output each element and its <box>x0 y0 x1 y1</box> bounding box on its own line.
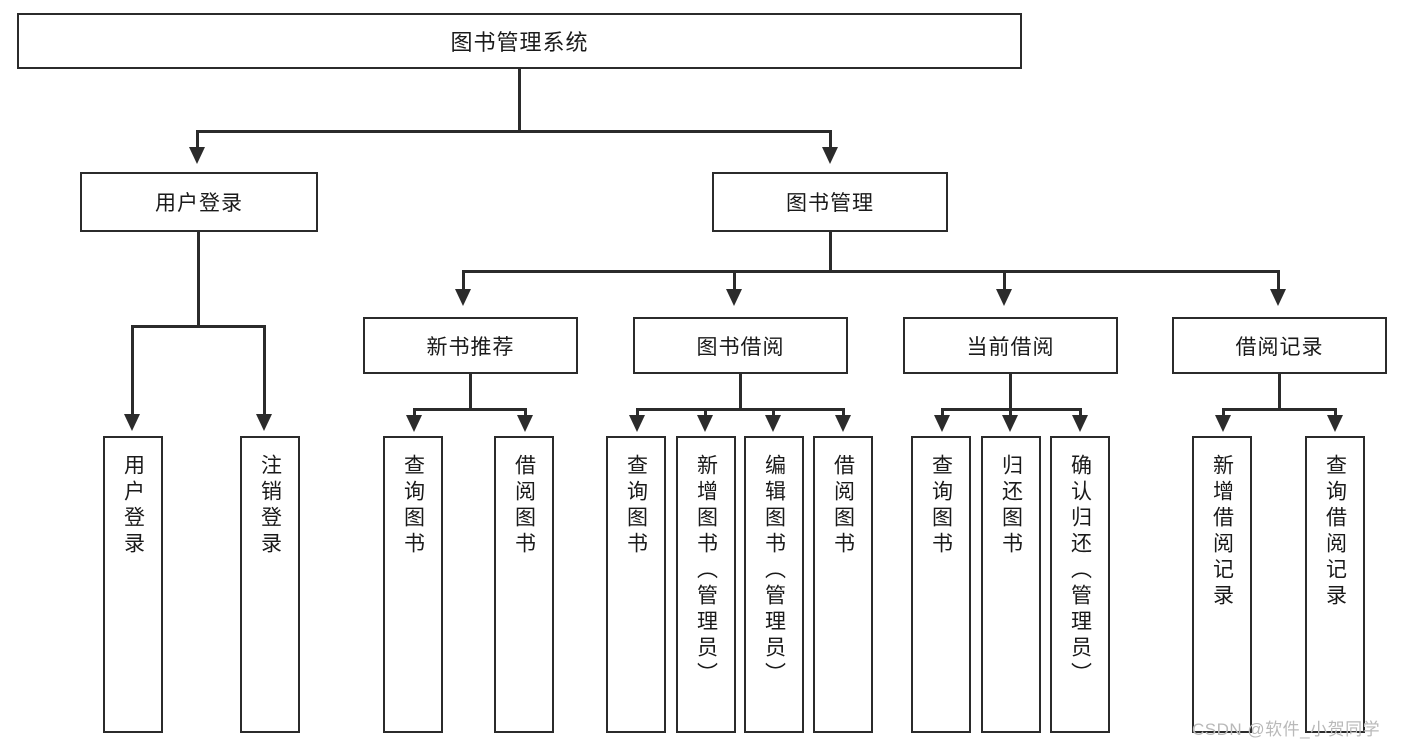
arrow-book-mgmt-child-1 <box>455 289 471 306</box>
leaf-current-query-book[interactable]: 查询图书 <box>911 436 971 733</box>
leaf-logout[interactable]: 注销登录 <box>240 436 300 733</box>
csdn-watermark: CSDN @软件_小贺同学 <box>1192 720 1381 739</box>
leaf-new-book-query[interactable]: 查询图书 <box>383 436 443 733</box>
node-borrow-record[interactable]: 借阅记录 <box>1172 317 1387 374</box>
node-book-borrow-label: 图书借阅 <box>696 335 785 359</box>
leaf-new-book-borrow-label: 借阅图书 <box>512 454 536 558</box>
connector-borrow-record-drop-2 <box>1334 408 1337 416</box>
arrow-borrow-record-leaf-1 <box>1215 415 1231 432</box>
leaf-confirm-return-admin-label: 确认归还（管理员） <box>1068 454 1092 688</box>
leaf-return-book-label: 归还图书 <box>999 454 1023 558</box>
connector-root-drop-right <box>829 130 832 148</box>
connector-book-borrow-drop-1 <box>636 408 639 416</box>
connector-book-borrow-bus <box>636 408 845 411</box>
leaf-new-book-query-label: 查询图书 <box>401 454 425 558</box>
connector-book-borrow-drop-2 <box>704 408 707 416</box>
leaf-add-book-admin-label: 新增图书（管理员） <box>694 454 718 688</box>
connector-user-login-bus <box>131 325 266 328</box>
connector-book-mgmt-stem <box>829 232 832 272</box>
connector-new-book-drop-2 <box>524 408 527 416</box>
leaf-borrow-book[interactable]: 借阅图书 <box>813 436 873 733</box>
leaf-query-borrow-record[interactable]: 查询借阅记录 <box>1305 436 1365 733</box>
leaf-user-login-label: 用户登录 <box>121 454 145 558</box>
arrow-borrow-record-leaf-2 <box>1327 415 1343 432</box>
connector-borrow-record-drop-1 <box>1222 408 1225 416</box>
connector-new-book-drop-1 <box>413 408 416 416</box>
arrow-current-borrow-leaf-1 <box>934 415 950 432</box>
connector-book-mgmt-drop-3 <box>1003 270 1006 290</box>
arrow-new-book-leaf-2 <box>517 415 533 432</box>
connector-borrow-record-bus <box>1222 408 1337 411</box>
connector-new-book-stem <box>469 374 472 410</box>
node-book-management-label: 图书管理 <box>786 192 874 215</box>
leaf-add-borrow-record[interactable]: 新增借阅记录 <box>1192 436 1252 733</box>
connector-root-drop-left <box>196 130 199 148</box>
connector-current-borrow-stem <box>1009 374 1012 410</box>
connector-user-login-drop-1 <box>131 325 134 415</box>
node-root[interactable]: 图书管理系统 <box>17 13 1022 69</box>
arrow-book-borrow-leaf-3 <box>765 415 781 432</box>
node-root-label: 图书管理系统 <box>450 30 589 55</box>
arrow-book-borrow-leaf-4 <box>835 415 851 432</box>
arrow-book-mgmt-child-2 <box>726 289 742 306</box>
arrow-root-to-user-login <box>189 147 205 164</box>
connector-book-borrow-stem <box>739 374 742 410</box>
node-book-borrow[interactable]: 图书借阅 <box>633 317 848 374</box>
leaf-borrow-query-book-label: 查询图书 <box>624 454 648 558</box>
arrow-new-book-leaf-1 <box>406 415 422 432</box>
connector-book-borrow-drop-4 <box>842 408 845 416</box>
arrow-book-borrow-leaf-1 <box>629 415 645 432</box>
node-user-login[interactable]: 用户登录 <box>80 172 318 232</box>
connector-user-login-drop-2 <box>263 325 266 415</box>
connector-current-borrow-drop-1 <box>941 408 944 416</box>
leaf-user-login[interactable]: 用户登录 <box>103 436 163 733</box>
node-borrow-record-label: 借阅记录 <box>1235 335 1324 359</box>
arrow-root-to-book-mgmt <box>822 147 838 164</box>
node-new-book-recommend[interactable]: 新书推荐 <box>363 317 578 374</box>
connector-book-borrow-drop-3 <box>772 408 775 416</box>
connector-book-mgmt-drop-1 <box>462 270 465 290</box>
leaf-confirm-return-admin[interactable]: 确认归还（管理员） <box>1050 436 1110 733</box>
arrow-current-borrow-leaf-3 <box>1072 415 1088 432</box>
leaf-current-query-book-label: 查询图书 <box>929 454 953 558</box>
leaf-return-book[interactable]: 归还图书 <box>981 436 1041 733</box>
leaf-new-book-borrow[interactable]: 借阅图书 <box>494 436 554 733</box>
leaf-logout-label: 注销登录 <box>258 454 282 558</box>
leaf-query-borrow-record-label: 查询借阅记录 <box>1323 454 1347 610</box>
node-book-management[interactable]: 图书管理 <box>712 172 948 232</box>
leaf-borrow-query-book[interactable]: 查询图书 <box>606 436 666 733</box>
node-user-login-label: 用户登录 <box>155 192 243 215</box>
arrow-current-borrow-leaf-2 <box>1002 415 1018 432</box>
connector-root-bus <box>196 130 832 133</box>
leaf-edit-book-admin-label: 编辑图书（管理员） <box>762 454 786 688</box>
node-new-book-recommend-label: 新书推荐 <box>426 335 515 359</box>
connector-new-book-bus <box>413 408 527 411</box>
connector-borrow-record-stem <box>1278 374 1281 410</box>
connector-user-login-stem <box>197 232 200 327</box>
connector-root-stem <box>518 69 521 132</box>
connector-current-borrow-drop-2 <box>1009 408 1012 416</box>
arrow-book-mgmt-child-4 <box>1270 289 1286 306</box>
arrow-user-login-leaf-2 <box>256 414 272 431</box>
arrow-book-borrow-leaf-2 <box>697 415 713 432</box>
node-current-borrow[interactable]: 当前借阅 <box>903 317 1118 374</box>
leaf-add-borrow-record-label: 新增借阅记录 <box>1210 454 1234 610</box>
leaf-edit-book-admin[interactable]: 编辑图书（管理员） <box>744 436 804 733</box>
leaf-borrow-book-label: 借阅图书 <box>831 454 855 558</box>
connector-current-borrow-drop-3 <box>1079 408 1082 416</box>
connector-book-mgmt-drop-2 <box>733 270 736 290</box>
leaf-add-book-admin[interactable]: 新增图书（管理员） <box>676 436 736 733</box>
connector-book-mgmt-bus <box>462 270 1280 273</box>
connector-book-mgmt-drop-4 <box>1277 270 1280 290</box>
arrow-book-mgmt-child-3 <box>996 289 1012 306</box>
arrow-user-login-leaf-1 <box>124 414 140 431</box>
node-current-borrow-label: 当前借阅 <box>966 335 1055 359</box>
